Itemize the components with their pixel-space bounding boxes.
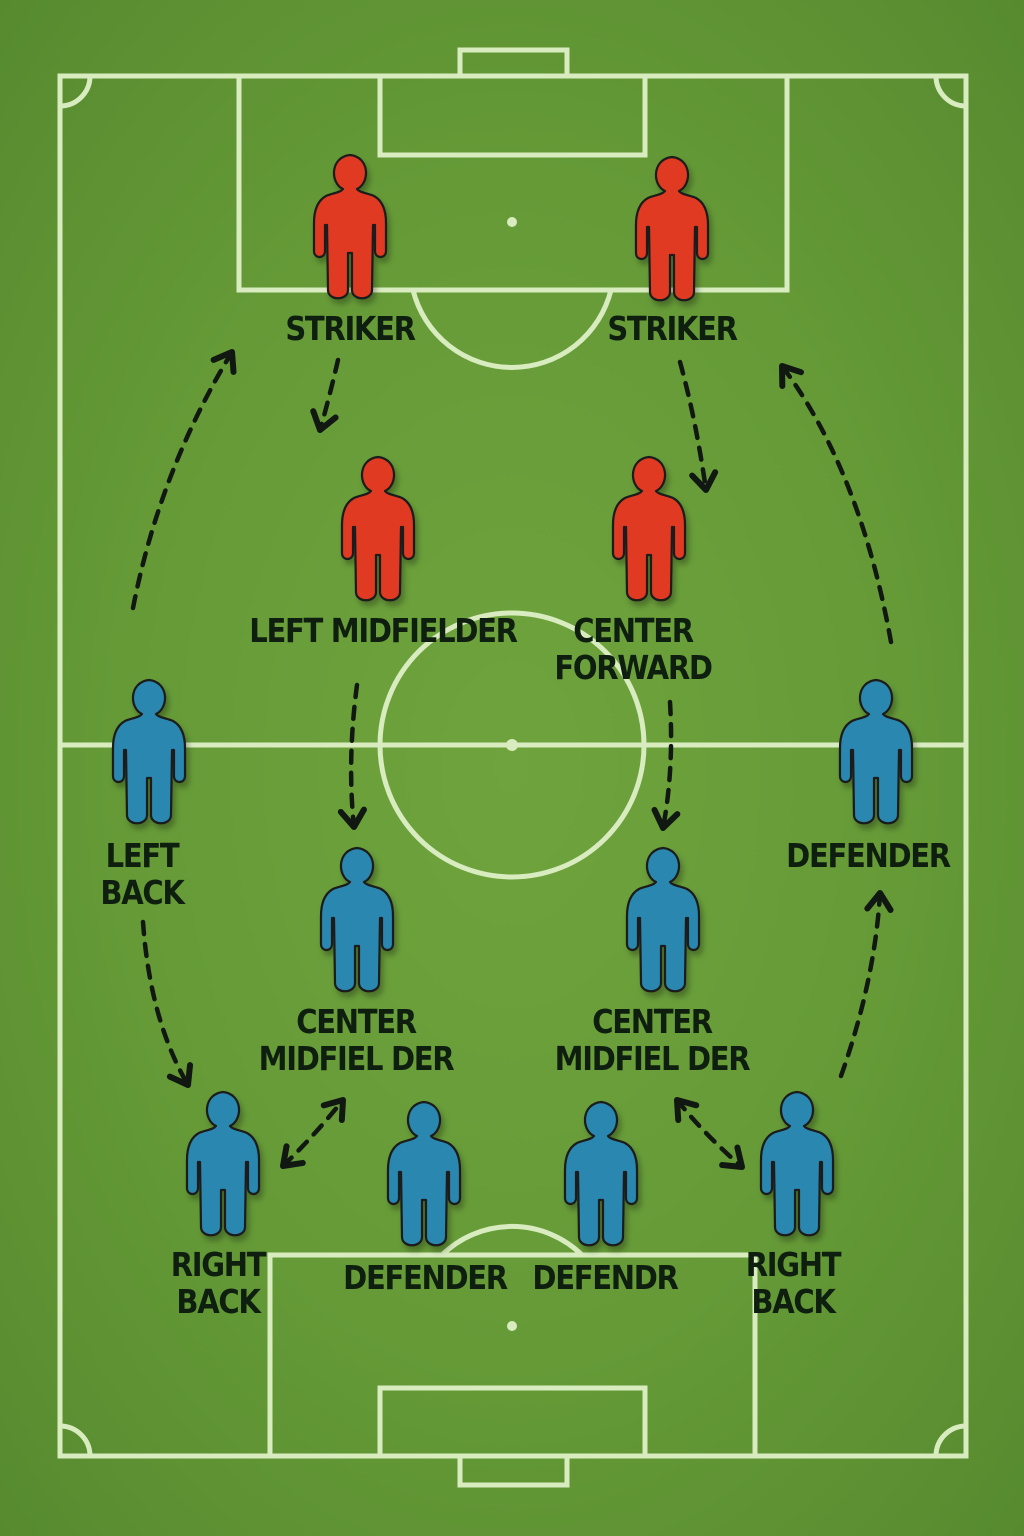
striker-left-down-arrow-icon	[310, 357, 341, 433]
bottom-penalty-arc	[440, 1223, 584, 1257]
red-center-forward-person-icon[interactable]	[611, 455, 687, 602]
blue-defender-center-left-label: DEFENDER	[343, 1258, 508, 1297]
corner-arc-top-left	[59, 75, 93, 109]
label-line: RIGHT	[170, 1245, 267, 1284]
label-line: DEFENDR	[532, 1258, 678, 1297]
blue-right-back-right-person-icon[interactable]	[759, 1090, 835, 1237]
arrowhead-icon	[689, 469, 719, 493]
label-line: CENTER	[573, 611, 694, 650]
corner-arc-top-right	[933, 75, 967, 109]
rightback-to-defender-arrow-icon	[838, 890, 894, 1079]
label-line: STRIKER	[607, 309, 738, 348]
blue-defender-center-right-person-icon[interactable]	[563, 1100, 639, 1247]
top-penalty-arc	[410, 289, 614, 370]
red-striker-left-person-icon[interactable]	[312, 153, 388, 300]
arrowhead-icon	[166, 1062, 194, 1088]
label-line: BACK	[176, 1282, 260, 1321]
movement-arrows	[130, 349, 894, 1170]
top-six-yard-box	[377, 73, 648, 158]
arrowhead-icon	[674, 1097, 700, 1123]
arrowhead-icon	[719, 1144, 745, 1170]
striker-right-down-arrow-icon	[677, 359, 719, 493]
arrowhead-icon	[210, 349, 237, 375]
center-circle	[377, 610, 647, 880]
label-line: BACK	[100, 873, 184, 912]
blue-center-mid-left-person-icon[interactable]	[319, 846, 395, 993]
red-striker-right-label: STRIKER	[607, 309, 738, 348]
arrowhead-icon	[310, 408, 339, 433]
left-wing-up-arrow-icon	[130, 349, 237, 611]
bottom-six-yard-box	[377, 1385, 648, 1459]
center-spot	[506, 739, 518, 751]
red-striker-right-person-icon[interactable]	[634, 155, 710, 302]
label-line: BACK	[751, 1282, 835, 1321]
label-line: DEFENDER	[786, 836, 951, 875]
label-line: MIDFIEL DER	[554, 1039, 751, 1078]
top-penalty-spot	[507, 217, 517, 227]
blue-defender-center-left-person-icon[interactable]	[386, 1100, 462, 1247]
red-left-midfielder-label: LEFT MIDFIELDER	[249, 611, 518, 650]
blue-center-mid-right-person-icon[interactable]	[625, 846, 701, 993]
pitch-markings	[57, 47, 969, 1488]
right-wing-up-arrow-icon	[779, 363, 894, 645]
cf-to-cm-right-arrow-icon	[651, 699, 681, 831]
arrowhead-icon	[864, 890, 894, 913]
blue-left-back-person-icon[interactable]	[111, 678, 187, 825]
red-striker-left-label: STRIKER	[285, 309, 416, 348]
blue-defender-right-person-icon[interactable]	[838, 678, 914, 825]
label-line: FORWARD	[554, 648, 713, 687]
leftback-to-rightback-arrow-icon	[140, 919, 194, 1088]
blue-defender-right-label: DEFENDER	[786, 836, 951, 875]
bottom-goal	[457, 1453, 570, 1488]
label-line: DEFENDER	[343, 1258, 508, 1297]
label-line: LEFT MIDFIELDER	[249, 611, 518, 650]
blue-right-back-left-person-icon[interactable]	[185, 1090, 261, 1237]
label-line: CENTER	[592, 1002, 713, 1041]
players	[111, 153, 914, 1247]
corner-arc-bottom-left	[59, 1423, 93, 1457]
arrowhead-icon	[320, 1097, 346, 1123]
label-line: CENTER	[296, 1002, 417, 1041]
red-left-midfielder-person-icon[interactable]	[340, 455, 416, 602]
label-line: STRIKER	[285, 309, 416, 348]
arrowhead-icon	[280, 1143, 306, 1169]
arrowhead-icon	[337, 806, 367, 830]
rightback-cm-left-arrow-icon	[280, 1097, 346, 1169]
lm-to-cm-left-arrow-icon	[337, 682, 367, 830]
arrowhead-icon	[651, 806, 681, 831]
label-line: RIGHT	[745, 1245, 842, 1284]
blue-defender-center-right-label: DEFENDR	[532, 1258, 678, 1297]
label-line: MIDFIEL DER	[258, 1039, 455, 1078]
top-goal	[457, 47, 570, 79]
label-line: LEFT	[105, 836, 180, 875]
bottom-penalty-spot	[507, 1321, 517, 1331]
arrowhead-icon	[779, 363, 805, 389]
corner-arc-bottom-right	[933, 1423, 967, 1457]
cm-right-rightback-arrow-icon	[674, 1097, 745, 1170]
